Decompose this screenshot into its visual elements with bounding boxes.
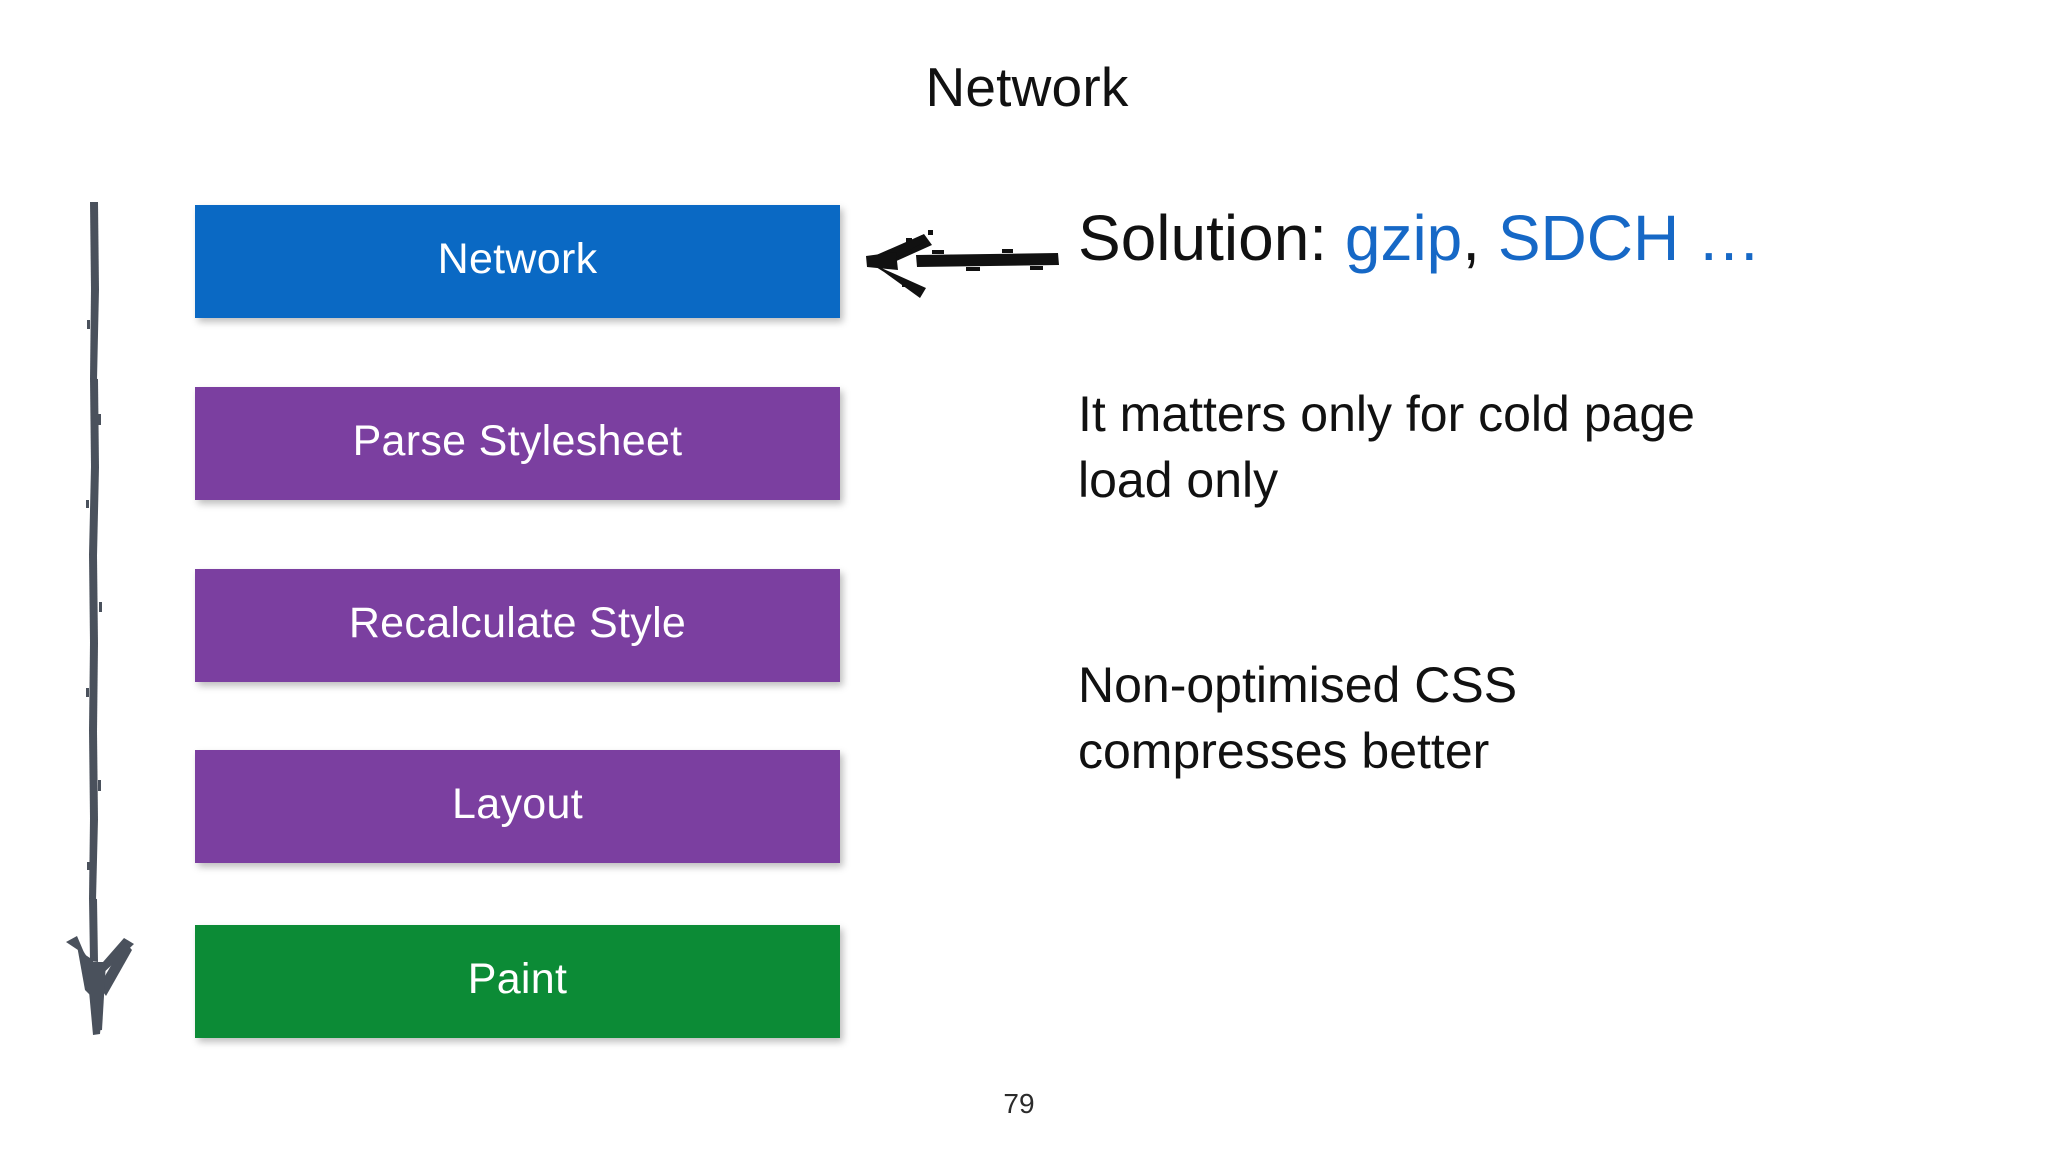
page-number-text: 79: [1003, 1088, 1035, 1119]
body-paragraph-2: Non-optimised CSS compresses better: [1078, 657, 1518, 779]
pipeline-step-label: Layout: [452, 780, 583, 828]
pipeline-step-label: Network: [437, 235, 598, 283]
page-number: 79: [0, 1088, 2048, 1120]
content-column: Solution: gzip, SDCH … It matters only f…: [1078, 202, 1978, 779]
pipeline-step-recalculate-style[interactable]: Recalculate Style: [195, 569, 840, 682]
body-paragraph-1: It matters only for cold page load only: [1078, 386, 1695, 508]
headline-term-sdch: SDCH …: [1497, 202, 1761, 274]
pipeline-step-parse-stylesheet[interactable]: Parse Stylesheet: [195, 387, 840, 500]
page-title-text: Network: [925, 56, 1129, 118]
pipeline-step-network[interactable]: Network: [195, 205, 840, 318]
headline-separator: ,: [1462, 202, 1498, 274]
headline-prefix: Solution:: [1078, 202, 1345, 274]
pipeline-step-label: Recalculate Style: [348, 599, 687, 647]
pipeline-step-paint[interactable]: Paint: [195, 925, 840, 1038]
pipeline-step-layout[interactable]: Layout: [195, 750, 840, 863]
pipeline-step-label: Paint: [467, 955, 568, 1003]
left-pointing-callout-arrow: [862, 222, 1082, 302]
headline-term-gzip: gzip: [1344, 202, 1463, 274]
pipeline-step-label: Parse Stylesheet: [352, 417, 683, 465]
headline: Solution: gzip, SDCH …: [1078, 202, 1978, 274]
page-title: Network: [0, 55, 2048, 119]
downward-flow-arrow: [62, 200, 172, 1040]
